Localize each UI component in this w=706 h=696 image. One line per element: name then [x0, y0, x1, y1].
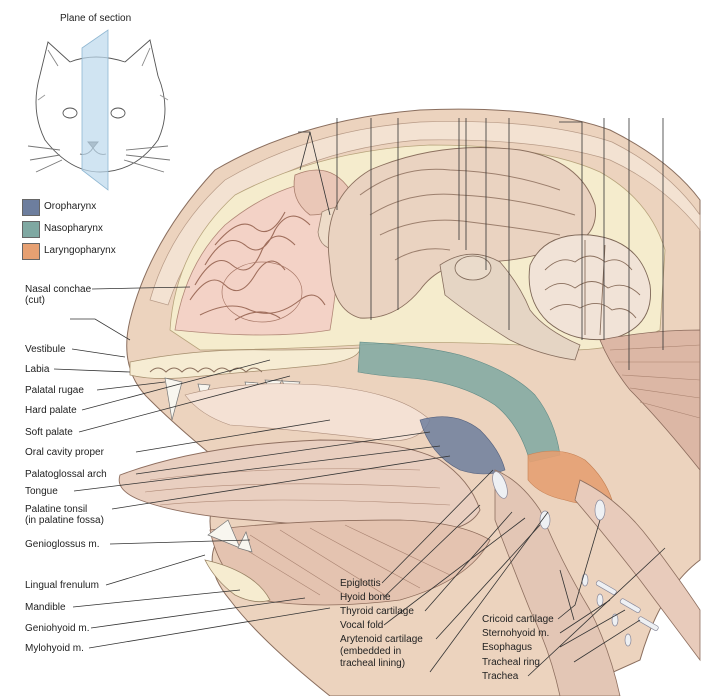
- larynx-trachea: [492, 469, 701, 696]
- label-sternohyoid: Sternohyoid m.: [482, 628, 550, 639]
- legend-label-laryngopharynx: Laryngopharynx: [44, 245, 116, 256]
- label-lingual-frenulum: Lingual frenulum: [25, 580, 99, 591]
- hard-palate: [129, 347, 361, 379]
- label-epiglottis: Epiglottis: [340, 578, 381, 589]
- mandible: [204, 559, 271, 603]
- label-hyoid-bone: Hyoid bone: [340, 592, 391, 603]
- label-vocal-fold: Vocal fold: [340, 620, 384, 631]
- label-nasal-conchae: Nasal conchae: [25, 284, 92, 295]
- label-labia: Labia: [25, 364, 50, 375]
- label-arytenoid-sub1: (embedded in: [340, 646, 402, 657]
- nasal-cavity: [174, 179, 342, 336]
- legend-swatch-oropharynx: [22, 199, 40, 216]
- label-palatoglossal-arch: Palatoglossal arch: [25, 469, 107, 480]
- legend-label-nasopharynx: Nasopharynx: [44, 223, 103, 234]
- oropharynx-region: [419, 416, 506, 475]
- label-arytenoid-sub2: tracheal lining): [340, 658, 406, 669]
- plane-of-section: [81, 29, 109, 191]
- legend-swatch-laryngopharynx: [22, 243, 40, 260]
- plane-of-section-label: Plane of section: [60, 13, 132, 24]
- label-hard-palate: Hard palate: [25, 405, 77, 416]
- genioglossus-muscle: [209, 519, 491, 606]
- label-oral-cavity-proper: Oral cavity proper: [25, 447, 104, 458]
- label-tracheal-ring: Tracheal ring: [482, 657, 540, 668]
- label-soft-palate: Soft palate: [25, 427, 73, 438]
- label-genioglossus: Genioglossus m.: [25, 539, 100, 550]
- label-cricoid-cartilage: Cricoid cartilage: [482, 614, 554, 625]
- label-vestibule: Vestibule: [25, 344, 66, 355]
- label-thyroid-cartilage: Thyroid cartilage: [340, 606, 414, 617]
- label-mandible: Mandible: [25, 602, 66, 613]
- neck-muscles: [599, 329, 701, 472]
- label-palatal-rugae: Palatal rugae: [25, 385, 84, 396]
- cerebellum: [528, 234, 652, 341]
- label-mylohyoid: Mylohyoid m.: [25, 643, 84, 654]
- label-trachea: Trachea: [482, 671, 519, 682]
- tongue: [118, 439, 481, 533]
- label-geniohyoid: Geniohyoid m.: [25, 623, 90, 634]
- label-tongue: Tongue: [25, 486, 58, 497]
- brainstem: [439, 253, 581, 361]
- oral-cavity: [184, 383, 431, 442]
- label-esophagus: Esophagus: [482, 642, 533, 653]
- leader-lines: [53, 118, 666, 677]
- label-nasal-conchae-sub: (cut): [25, 295, 45, 306]
- legend-label-oropharynx: Oropharynx: [44, 201, 97, 212]
- legend-swatch-nasopharynx: [22, 221, 40, 238]
- label-palatine-tonsil-sub: (in palatine fossa): [25, 515, 104, 526]
- label-palatine-tonsil: Palatine tonsil: [25, 504, 88, 515]
- label-arytenoid-cartilage: Arytenoid cartilage: [340, 634, 423, 645]
